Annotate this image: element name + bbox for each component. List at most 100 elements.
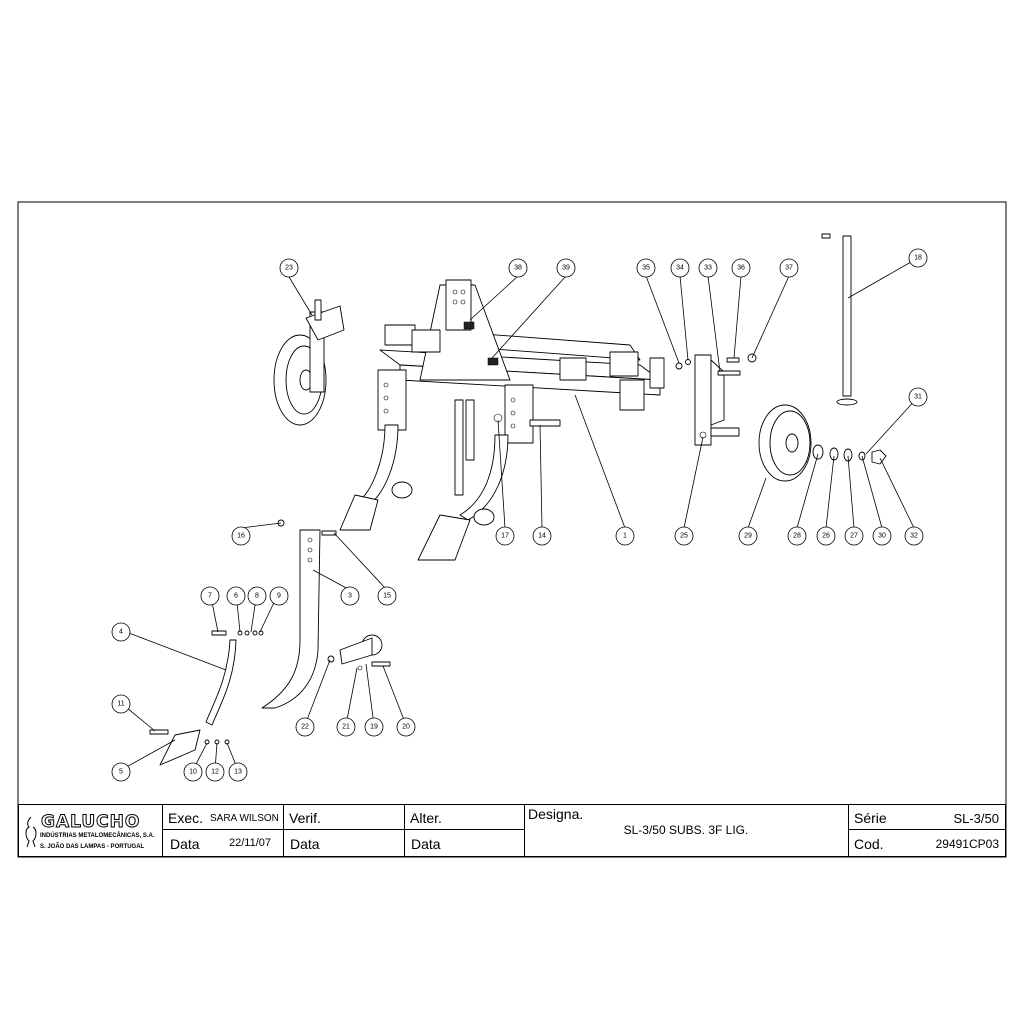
callout-1: 1 xyxy=(615,526,635,546)
svg-text:11: 11 xyxy=(117,701,124,708)
svg-text:39: 39 xyxy=(562,265,570,272)
part-loose-shank xyxy=(261,519,337,709)
callout-12: 12 xyxy=(205,762,225,782)
svg-text:10: 10 xyxy=(189,769,197,776)
callout-14: 14 xyxy=(532,526,552,546)
part-wheel-bracket xyxy=(694,354,740,446)
data-value-1: 22/11/07 xyxy=(229,837,272,849)
callout-10: 10 xyxy=(183,762,203,782)
part-point xyxy=(149,729,230,766)
callout-34: 34 xyxy=(670,258,690,278)
svg-text:21: 21 xyxy=(342,724,350,731)
leader-lines xyxy=(120,257,919,771)
callout-21: 21 xyxy=(336,717,356,737)
svg-text:34: 34 xyxy=(676,265,684,272)
svg-text:12: 12 xyxy=(211,769,219,776)
part-stand xyxy=(821,233,858,406)
svg-text:1: 1 xyxy=(623,533,627,540)
part-mounted-shanks xyxy=(339,399,561,561)
svg-text:16: 16 xyxy=(237,533,245,540)
callout-23: 23 xyxy=(279,258,299,278)
callout-35: 35 xyxy=(636,258,656,278)
svg-text:37: 37 xyxy=(785,265,793,272)
callout-19: 19 xyxy=(364,717,384,737)
callout-13: 13 xyxy=(228,762,248,782)
company-name: GALUCHO xyxy=(40,812,141,833)
svg-text:26: 26 xyxy=(822,533,830,540)
callout-37: 37 xyxy=(779,258,799,278)
part-small-hardware-top xyxy=(675,353,757,376)
svg-text:25: 25 xyxy=(680,533,688,540)
svg-text:31: 31 xyxy=(914,394,922,401)
svg-text:8: 8 xyxy=(255,593,259,600)
callout-8: 8 xyxy=(247,586,267,606)
cod-label: Cod. xyxy=(854,836,884,852)
svg-text:30: 30 xyxy=(878,533,886,540)
title-block: GALUCHO INDÚSTRIAS METALOMECÂNICAS, S.A.… xyxy=(18,804,1006,857)
svg-text:3: 3 xyxy=(348,593,352,600)
svg-text:29: 29 xyxy=(744,533,752,540)
callout-7: 7 xyxy=(200,586,220,606)
data-label-1: Data xyxy=(170,836,200,852)
callout-30: 30 xyxy=(872,526,892,546)
data-label-3: Data xyxy=(411,836,441,852)
callout-25: 25 xyxy=(674,526,694,546)
svg-text:19: 19 xyxy=(370,724,378,731)
svg-text:35: 35 xyxy=(642,265,650,272)
cod-value: 29491CP03 xyxy=(935,837,999,851)
callout-9: 9 xyxy=(269,586,289,606)
svg-text:15: 15 xyxy=(383,593,391,600)
callout-32: 32 xyxy=(904,526,924,546)
serie-value: SL-3/50 xyxy=(953,811,999,826)
exec-value: SARA WILSON xyxy=(210,813,279,824)
svg-text:18: 18 xyxy=(914,255,922,262)
company-line1: INDÚSTRIAS METALOMECÂNICAS, S.A. xyxy=(40,833,155,839)
callout-28: 28 xyxy=(787,526,807,546)
callout-20: 20 xyxy=(396,717,416,737)
svg-text:32: 32 xyxy=(910,533,918,540)
svg-text:13: 13 xyxy=(234,769,242,776)
designa-label: Designa. xyxy=(528,806,584,822)
callout-36: 36 xyxy=(731,258,751,278)
svg-text:20: 20 xyxy=(402,724,410,731)
callout-17: 17 xyxy=(495,526,515,546)
company-line2: S. JOÃO DAS LAMPAS - PORTUGAL xyxy=(40,844,145,850)
svg-text:9: 9 xyxy=(277,593,281,600)
svg-text:38: 38 xyxy=(514,265,522,272)
callout-31: 31 xyxy=(908,387,928,407)
callout-4: 4 xyxy=(111,622,131,642)
svg-text:36: 36 xyxy=(737,265,745,272)
svg-text:27: 27 xyxy=(850,533,858,540)
callout-6: 6 xyxy=(226,586,246,606)
designa-value: SL-3/50 SUBS. 3F LIG. xyxy=(623,823,749,837)
part-gauge-wheel-right xyxy=(758,404,812,482)
company-logo-cell: GALUCHO INDÚSTRIAS METALOMECÂNICAS, S.A.… xyxy=(19,805,162,856)
svg-text:28: 28 xyxy=(793,533,801,540)
svg-text:7: 7 xyxy=(208,593,212,600)
callout-15: 15 xyxy=(377,586,397,606)
svg-text:4: 4 xyxy=(119,629,123,636)
callout-29: 29 xyxy=(738,526,758,546)
part-washers xyxy=(812,444,887,465)
callout-26: 26 xyxy=(816,526,836,546)
callout-38: 38 xyxy=(508,258,528,278)
callout-18: 18 xyxy=(908,248,928,268)
callout-33: 33 xyxy=(698,258,718,278)
part-gauge-wheel-left xyxy=(273,299,345,426)
svg-text:5: 5 xyxy=(119,769,123,776)
part-roller-assembly xyxy=(327,634,391,671)
part-blade xyxy=(205,630,264,726)
callout-3: 3 xyxy=(340,586,360,606)
drawing-frame xyxy=(17,201,1007,858)
svg-text:6: 6 xyxy=(234,593,238,600)
serie-label: Série xyxy=(854,810,887,826)
callout-39: 39 xyxy=(556,258,576,278)
verif-label: Verif. xyxy=(289,810,321,826)
svg-text:17: 17 xyxy=(501,533,509,540)
part-main-frame xyxy=(377,279,665,444)
svg-text:33: 33 xyxy=(704,265,712,272)
callout-5: 5 xyxy=(111,762,131,782)
company-logo-icon xyxy=(25,816,37,848)
svg-text:14: 14 xyxy=(538,533,546,540)
